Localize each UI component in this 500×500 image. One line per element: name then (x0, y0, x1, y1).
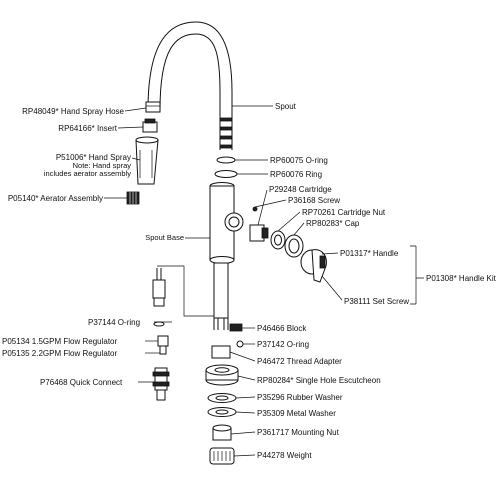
label-rubber-washer: P35296 Rubber Washer (257, 393, 343, 402)
quick-connect-part (152, 367, 170, 401)
label-handle: P01317* Handle (340, 249, 399, 258)
label-cap: RP80283* Cap (306, 219, 360, 228)
label-flow-reg-22: P05135 2.2GPM Flow Regulator (2, 349, 118, 358)
label-insert: RP64166* Insert (58, 124, 117, 133)
escutcheon-part (205, 364, 239, 386)
cartridge-nut-part (270, 230, 286, 250)
label-set-screw: P38111 Set Screw (344, 297, 409, 306)
spout-base-body (209, 182, 244, 319)
mounting-nut-part (212, 424, 232, 441)
o-ring-top-part (216, 156, 236, 164)
ring-part (214, 170, 238, 178)
label-spout: Spout (275, 102, 297, 111)
aerator-assembly-part (126, 191, 140, 205)
label-hand-spray-hose: RP48049* Hand Spray Hose (22, 107, 124, 116)
insert-part (142, 118, 158, 133)
hand-spray-part (135, 136, 159, 185)
label-flow-reg-15: P05134 1.5GPM Flow Regulator (2, 337, 118, 346)
label-quick-connect: P76468 Quick Connect (40, 378, 123, 387)
block-part (229, 323, 243, 332)
label-cartridge: P29248 Cartridge (269, 185, 332, 194)
cap-part (284, 234, 304, 258)
cartridge-part (249, 224, 269, 242)
label-hand-spray: P51006* Hand Spray (56, 153, 131, 162)
supply-hose-left (152, 268, 166, 307)
flow-regulator-part (157, 335, 169, 355)
label-hand-spray-note-1: Note: Hand spray (73, 161, 132, 170)
label-screw: P36168 Screw (288, 196, 340, 205)
hand-spray-hose-tip (145, 101, 161, 113)
label-o-ring-left: P37144 O-ring (88, 318, 140, 327)
label-thread-adapter: P46472 Thread Adapter (257, 357, 342, 366)
screw-part (252, 206, 258, 212)
metal-washer-part (207, 407, 237, 417)
label-handle-kit: P01308* Handle Kit (426, 274, 497, 283)
o-ring-left-part (153, 321, 165, 327)
weight-part (209, 447, 235, 465)
label-spout-base: Spout Base (145, 233, 184, 242)
leader-lines (104, 105, 424, 457)
label-weight: P44278 Weight (257, 451, 312, 460)
handle-part (300, 249, 327, 283)
spout (147, 21, 233, 150)
label-o-ring-right: P37142 O-ring (257, 340, 309, 349)
label-escutcheon: RP80284* Single Hole Escutcheon (257, 376, 381, 385)
label-mounting-nut: P361717 Mounting Nut (257, 428, 340, 437)
label-cartridge-nut: RP70261 Cartridge Nut (302, 208, 386, 217)
label-o-ring-top: RP60075 O-ring (270, 156, 328, 165)
o-ring-right-part (236, 340, 244, 348)
supply-lines (211, 318, 244, 359)
label-ring: RP60076 Ring (270, 170, 322, 179)
label-hand-spray-note-2: includes aerator assembly (44, 169, 131, 178)
rubber-washer-part (207, 393, 237, 403)
label-aerator-assembly: P05140* Aerator Assembly (8, 194, 103, 203)
label-block: P46466 Block (257, 324, 307, 333)
thread-adapter-part (211, 345, 231, 359)
label-metal-washer: P35309 Metal Washer (257, 409, 336, 418)
